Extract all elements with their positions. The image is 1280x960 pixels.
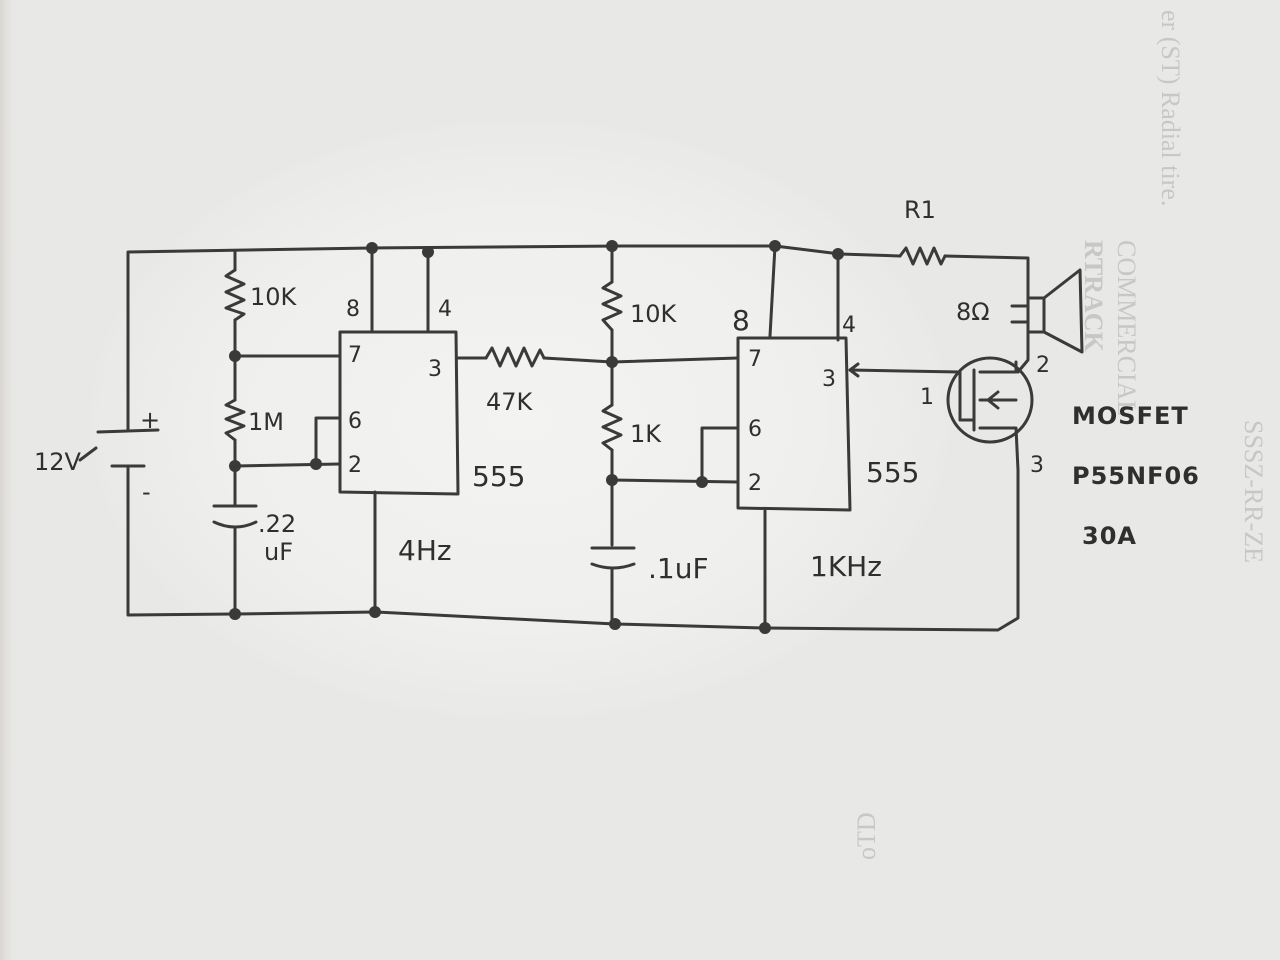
ghost-brand-sub: COMMERCIAL (1112, 240, 1141, 416)
resistor-1m: 1M (224, 398, 284, 442)
ic1-pin7-label: 7 (348, 343, 362, 368)
resistor-10k-right: 10K (601, 280, 678, 332)
ic1-555: 8 4 7 6 2 3 555 4Hz (338, 297, 525, 567)
ic1-name: 555 (472, 460, 525, 493)
ic2-555: 8 4 7 6 2 3 555 1KHz (732, 304, 919, 583)
capacitor-1uf: .1uF (590, 546, 709, 585)
mosfet-p55nf06: 1 2 3 MOSFET P55NF06 30A (920, 353, 1200, 550)
battery-12v: + - 12V (34, 406, 160, 506)
junction-dots (229, 240, 844, 634)
capacitor-22uf-value: .22 (258, 510, 296, 538)
ic1-pin2-label: 2 (348, 453, 362, 478)
speaker-label: 8Ω (956, 298, 990, 326)
ic2-pin7-label: 7 (748, 347, 762, 372)
resistor-r1: R1 (898, 196, 947, 266)
ghost-bottom-note: oTD (852, 812, 881, 860)
ic2-pin4-label: 4 (842, 313, 856, 338)
ic2-pin6-label: 6 (748, 417, 762, 442)
resistor-1k-label: 1K (630, 420, 662, 448)
resistor-47k-label: 47K (486, 388, 534, 416)
resistor-r1-label: R1 (904, 196, 936, 224)
ic1-pin6-label: 6 (348, 409, 362, 434)
ic1-pin3-label: 3 (428, 357, 442, 382)
battery-minus-label: - (142, 478, 151, 506)
ic1-pin8-label: 8 (346, 297, 360, 322)
capacitor-22uf-unit: uF (264, 538, 293, 566)
ic2-frequency: 1KHz (810, 550, 882, 583)
ic2-pin2-label: 2 (748, 471, 762, 496)
resistor-10k-left-label: 10K (250, 283, 298, 311)
ghost-side-code: SSSZ-RR-ZE (1239, 420, 1268, 563)
ghost-tire-note: er (ST) Radial tire. (1156, 10, 1185, 206)
ic1-pin4-label: 4 (438, 297, 452, 322)
ic1-frequency: 4Hz (398, 534, 452, 567)
resistor-10k-right-label: 10K (630, 300, 678, 328)
ic2-pin8-label: 8 (732, 304, 750, 337)
mosfet-part: P55NF06 (1072, 462, 1200, 490)
mosfet-title: MOSFET (1072, 402, 1189, 430)
capacitor-1uf-label: .1uF (648, 552, 709, 585)
mosfet-pin1-label: 1 (920, 385, 934, 410)
ghost-brand: RTRACK (1079, 240, 1108, 353)
mosfet-pin3-label: 3 (1030, 453, 1044, 478)
paper-highlight (90, 120, 950, 720)
show-through-text: RTRACK COMMERCIAL er (ST) Radial tire. S… (852, 10, 1268, 860)
speaker-8ohm: 8Ω (956, 268, 1084, 354)
battery-voltage-label: 12V (34, 448, 82, 476)
capacitor-22uf: .22 uF (212, 504, 296, 566)
mosfet-pin2-label: 2 (1036, 353, 1050, 378)
mosfet-current: 30A (1082, 522, 1137, 550)
resistor-10k-left: 10K (224, 268, 298, 322)
ic2-pin3-label: 3 (822, 367, 836, 392)
battery-plus-label: + (140, 406, 160, 434)
resistor-1m-label: 1M (248, 408, 284, 436)
resistor-47k: 47K (484, 346, 546, 416)
resistor-1k: 1K (601, 403, 662, 452)
ic2-name: 555 (866, 456, 919, 489)
